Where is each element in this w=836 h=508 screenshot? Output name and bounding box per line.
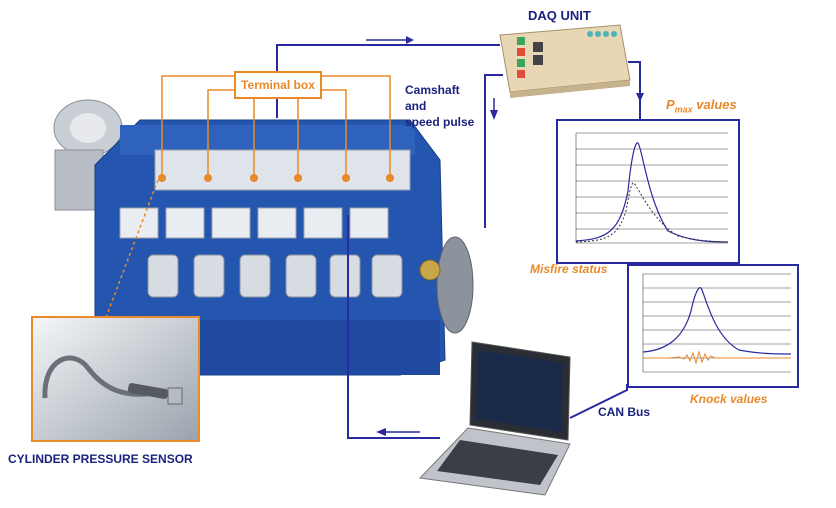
camshaft-label-line3: speed pulse	[405, 115, 475, 129]
pressure-curve-firing	[575, 142, 729, 243]
sensor-cable	[42, 355, 154, 399]
pmax-p: P	[666, 97, 675, 112]
knock-values-label: Knock values	[690, 392, 768, 406]
daq-unit-label: DAQ UNIT	[528, 8, 591, 23]
can-bus-label: CAN Bus	[598, 405, 651, 419]
pressure-curve-chart-1	[556, 119, 740, 264]
sensor-tip	[167, 387, 183, 405]
sensor-caption: CYLINDER PRESSURE SENSOR	[8, 452, 193, 466]
terminal-points	[158, 174, 394, 182]
pressure-sensor-photo	[31, 316, 200, 442]
camshaft-label-line1: Camshaft	[405, 83, 460, 97]
terminal-box: Terminal box	[234, 71, 322, 99]
misfire-status-label: Misfire status	[530, 262, 608, 276]
laptop-device	[418, 341, 571, 496]
engine-illustration	[53, 99, 474, 376]
sensor-connector	[127, 383, 169, 399]
pressure-curve-misfire	[575, 182, 729, 243]
pmax-rest: values	[692, 97, 737, 112]
cylinder-heads	[154, 149, 411, 191]
pressure-curve-chart-2	[627, 264, 799, 388]
flow-arrows	[366, 36, 644, 436]
knock-signal	[643, 350, 791, 365]
daq-unit-device	[499, 24, 631, 98]
pressure-curve-knock	[642, 287, 792, 355]
pmax-values-label: Pmax values	[666, 97, 737, 115]
camshaft-label-line2: and	[405, 99, 427, 113]
pmax-subscript: max	[674, 104, 693, 115]
